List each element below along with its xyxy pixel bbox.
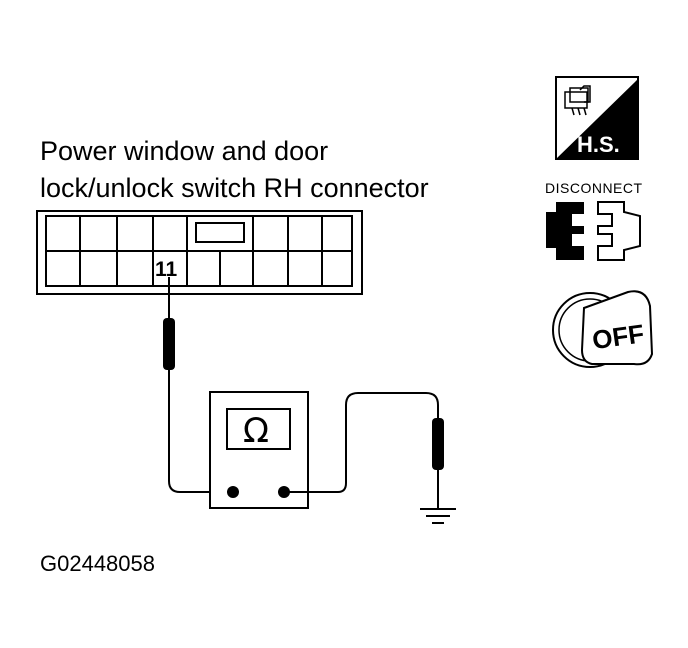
- ground-icon: [420, 508, 456, 524]
- figure-code: G02448058: [40, 551, 155, 576]
- title-line-1: Power window and door: [40, 136, 328, 166]
- disconnect-label: DISCONNECT: [545, 180, 643, 196]
- harness-connector: [36, 210, 363, 295]
- title-line-2: lock/unlock switch RH connector: [40, 173, 429, 203]
- ignition-off-icon: [552, 290, 654, 368]
- ohm-symbol: Ω: [243, 411, 269, 451]
- disconnect-connector-icon: [546, 201, 641, 261]
- ohmmeter-icon: [209, 391, 309, 509]
- off-label: OFF: [590, 318, 646, 355]
- meter-lead-positive: [163, 277, 233, 493]
- terminal-11-label: 11: [155, 258, 178, 281]
- meter-lead-ground: [284, 392, 444, 508]
- hand-tool-hs-icon: [555, 76, 639, 160]
- connector-latch: [195, 222, 245, 243]
- hs-label: H.S.: [577, 132, 620, 157]
